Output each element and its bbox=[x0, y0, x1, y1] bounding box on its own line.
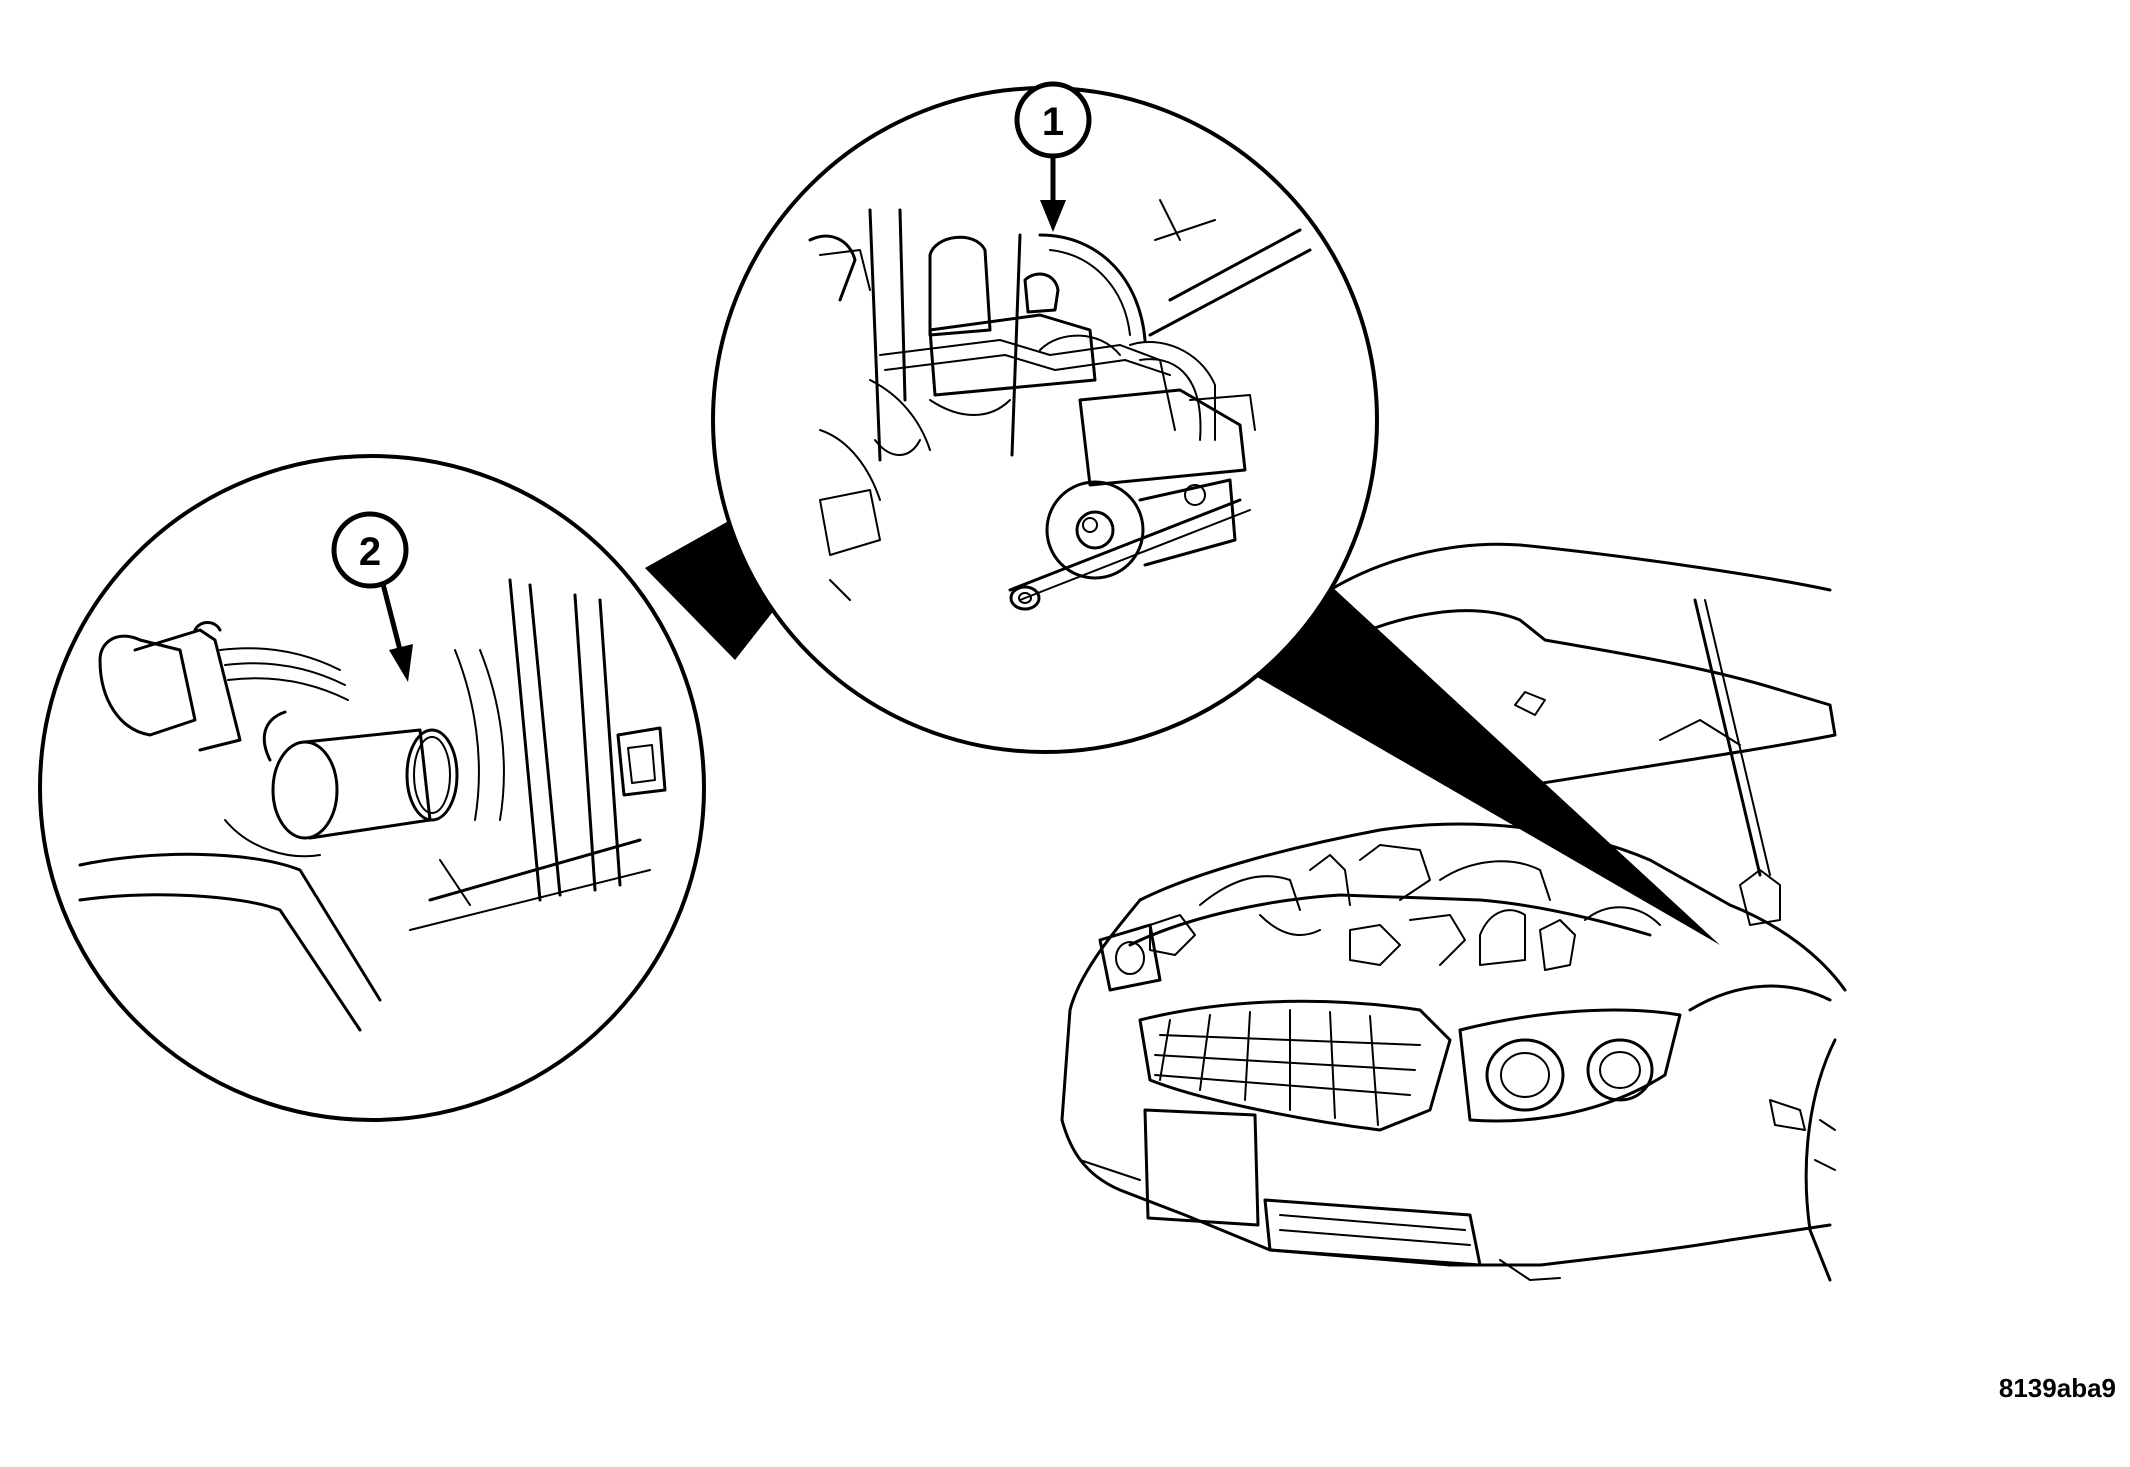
callout-1-arrowhead bbox=[1040, 200, 1066, 232]
callout-2-number: 2 bbox=[359, 530, 381, 574]
car-front-view bbox=[1060, 542, 1847, 1282]
figure-id: 8139aba9 bbox=[1998, 1373, 2116, 1403]
callout-2-leader bbox=[380, 583, 403, 651]
zoom-wedge-right bbox=[1245, 585, 1720, 945]
callout-1: 1 bbox=[1014, 81, 1092, 159]
callout-1-number: 1 bbox=[1042, 100, 1064, 144]
detail-view-abs-module bbox=[711, 86, 1379, 754]
callout-2-arrowhead bbox=[389, 644, 413, 682]
callout-2: 2 bbox=[331, 511, 409, 589]
detail-view-connector bbox=[38, 454, 706, 1122]
